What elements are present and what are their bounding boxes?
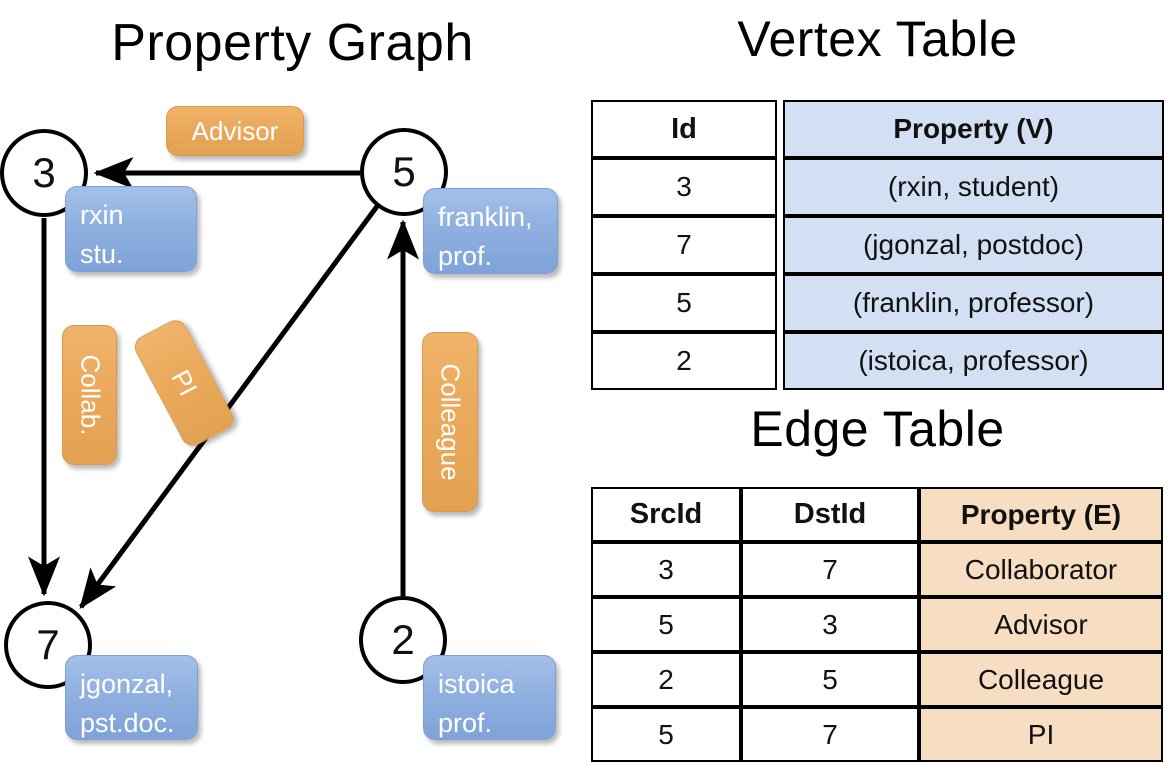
edge-label-text-pi: PI bbox=[165, 364, 204, 401]
node-property-box-istoica[interactable]: istoica prof. bbox=[423, 655, 556, 740]
edge-cell-property: PI bbox=[919, 707, 1163, 762]
edge-cell-dstid: 7 bbox=[741, 707, 919, 762]
edge-label-text-colleague: Colleague bbox=[435, 363, 466, 481]
node-property-box-franklin[interactable]: franklin, prof. bbox=[423, 188, 558, 274]
node-property-line-1: jgonzal, bbox=[80, 669, 174, 699]
edge-cell-property: Collaborator bbox=[919, 542, 1163, 597]
edge-cell-property: Advisor bbox=[919, 597, 1163, 652]
edge-header-srcid: SrcId bbox=[591, 487, 741, 542]
edge-cell-srcid: 5 bbox=[591, 597, 741, 652]
node-property-line-2: prof. bbox=[438, 241, 493, 271]
vertex-header-property: Property (V) bbox=[783, 100, 1164, 158]
vertex-cell-property: (jgonzal, postdoc) bbox=[783, 216, 1164, 274]
node-property-box-rxin[interactable]: rxin stu. bbox=[65, 186, 197, 272]
vertex-cell-id: 2 bbox=[591, 332, 777, 390]
edge-label-box-colleague[interactable]: Colleague bbox=[422, 332, 478, 512]
vertex-cell-property: (franklin, professor) bbox=[783, 274, 1164, 332]
edge-cell-srcid: 5 bbox=[591, 707, 741, 762]
table-header-row: SrcId DstId Property (E) bbox=[591, 487, 1163, 542]
edge-label-text-collab: Collab. bbox=[75, 354, 105, 436]
table-row[interactable]: 3 7 Collaborator bbox=[591, 542, 1163, 597]
page-title-property-graph: Property Graph bbox=[111, 14, 474, 72]
vertex-cell-id: 5 bbox=[591, 274, 777, 332]
edge-header-property: Property (E) bbox=[919, 487, 1163, 542]
node-property-line-1: istoica bbox=[438, 669, 515, 699]
section-title-vertex-table: Vertex Table bbox=[737, 11, 1018, 67]
table-row[interactable]: 5 3 Advisor bbox=[591, 597, 1163, 652]
vertex-cell-id: 3 bbox=[591, 158, 777, 216]
table-row[interactable]: 3 (rxin, student) bbox=[591, 158, 1164, 216]
table-row[interactable]: 2 (istoica, professor) bbox=[591, 332, 1164, 390]
edge-label-text-advisor: Advisor bbox=[191, 115, 279, 146]
vertex-header-id: Id bbox=[591, 100, 777, 158]
vertex-cell-property: (istoica, professor) bbox=[783, 332, 1164, 390]
edge-cell-dstid: 7 bbox=[741, 542, 919, 597]
vertex-cell-property: (rxin, student) bbox=[783, 158, 1164, 216]
graph-node-2[interactable]: 2 bbox=[359, 596, 447, 684]
edge-cell-dstid: 5 bbox=[741, 652, 919, 707]
table-header-row: Id Property (V) bbox=[591, 100, 1164, 158]
property-graph-diagram: 3 5 7 2 rxin stu. franklin, prof. jgonza… bbox=[0, 0, 585, 760]
graph-node-5[interactable]: 5 bbox=[360, 128, 448, 216]
edge-label-box-collab[interactable]: Collab. bbox=[62, 325, 117, 465]
table-row[interactable]: 5 (franklin, professor) bbox=[591, 274, 1164, 332]
vertex-table: Id Property (V) 3 (rxin, student) 7 (jgo… bbox=[591, 100, 1164, 390]
edge-cell-property: Colleague bbox=[919, 652, 1163, 707]
edge-label-box-advisor[interactable]: Advisor bbox=[166, 106, 304, 156]
table-row[interactable]: 7 (jgonzal, postdoc) bbox=[591, 216, 1164, 274]
node-property-line-1: rxin bbox=[80, 200, 124, 230]
table-row[interactable]: 2 5 Colleague bbox=[591, 652, 1163, 707]
section-title-edge-table: Edge Table bbox=[750, 401, 1005, 457]
node-property-line-2: prof. bbox=[438, 708, 493, 738]
edge-header-dstid: DstId bbox=[741, 487, 919, 542]
vertex-cell-id: 7 bbox=[591, 216, 777, 274]
edge-cell-srcid: 2 bbox=[591, 652, 741, 707]
node-property-box-jgonzal[interactable]: jgonzal, pst.doc. bbox=[65, 655, 198, 740]
edge-table: SrcId DstId Property (E) 3 7 Collaborato… bbox=[591, 487, 1163, 762]
edge-line-pi bbox=[78, 203, 381, 610]
table-row[interactable]: 5 7 PI bbox=[591, 707, 1163, 762]
graph-edge-lines bbox=[28, 157, 419, 610]
edge-cell-dstid: 3 bbox=[741, 597, 919, 652]
edge-cell-srcid: 3 bbox=[591, 542, 741, 597]
node-property-line-1: franklin, bbox=[438, 202, 533, 232]
node-property-line-2: stu. bbox=[80, 239, 124, 269]
node-property-line-2: pst.doc. bbox=[80, 708, 175, 738]
